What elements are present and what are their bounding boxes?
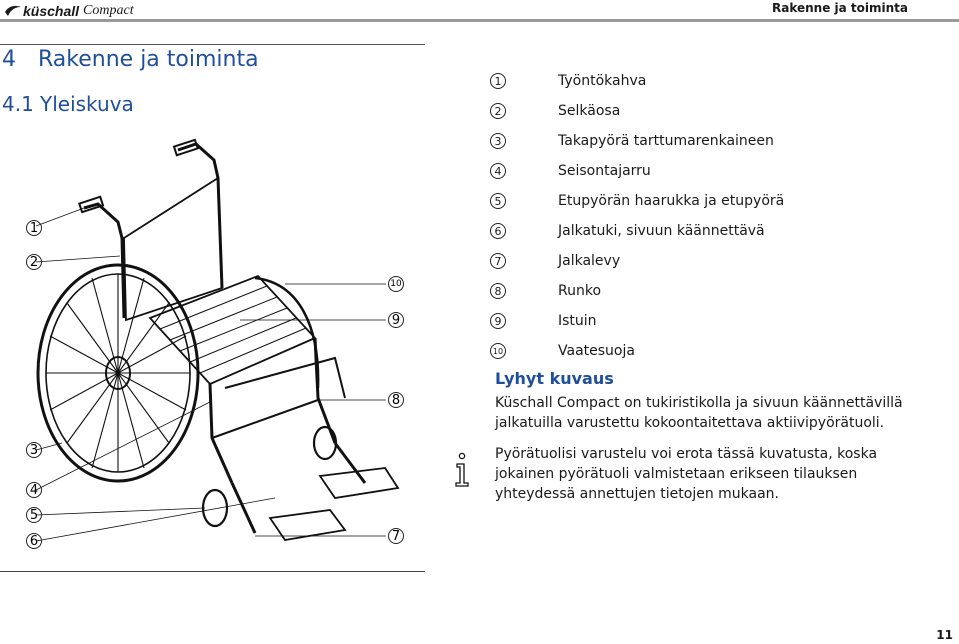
chapter-title: 4 Rakenne ja toiminta — [2, 47, 259, 72]
figure-callout-10: 10 — [388, 276, 404, 292]
description-text: Küschall Compact on tukiristikolla ja si… — [495, 395, 903, 431]
title-rule — [0, 44, 425, 45]
legend-number: 8 — [490, 283, 506, 299]
brand-logo: küschall Compact — [4, 2, 134, 20]
logo-brand: küschall — [23, 3, 80, 19]
figure-callout-9: 9 — [388, 312, 404, 328]
legend-number: 10 — [490, 343, 506, 359]
section-title-text: Yleiskuva — [40, 92, 134, 116]
legend-label: Etupyörän haarukka ja etupyörä — [558, 193, 785, 209]
legend-item: 9 Istuin — [490, 306, 784, 336]
info-icon — [455, 452, 469, 487]
figure-frame — [0, 138, 425, 572]
legend-item: 4 Seisontajarru — [490, 156, 784, 186]
legend-label: Jalkatuki, sivuun käännettävä — [558, 223, 765, 239]
legend-item: 6 Jalkatuki, sivuun käännettävä — [490, 216, 784, 246]
legend-item: 10 Vaatesuoja — [490, 336, 784, 366]
header-rule — [0, 19, 959, 22]
legend-number: 2 — [490, 103, 506, 119]
legend-number: 5 — [490, 193, 506, 209]
legend-item: 7 Jalkalevy — [490, 246, 784, 276]
figure-callout-8: 8 — [388, 392, 404, 408]
legend-label: Runko — [558, 283, 602, 299]
figure-callout-4: 4 — [26, 482, 42, 498]
legend-item: 2 Selkäosa — [490, 96, 784, 126]
legend-number: 9 — [490, 313, 506, 329]
figure-callout-2: 2 — [26, 254, 42, 270]
figure-callout-3: 3 — [26, 442, 42, 458]
wheelchair-illustration — [35, 138, 400, 542]
legend-label: Työntökahva — [558, 73, 647, 89]
section-number: 4.1 — [2, 92, 34, 116]
chapter-number: 4 — [2, 47, 16, 72]
figure-callout-6: 6 — [26, 533, 42, 549]
figure-callout-5: 5 — [26, 507, 42, 523]
figure-callout-1: 1 — [26, 220, 42, 236]
legend-item: 1 Työntökahva — [490, 66, 784, 96]
logo-swoosh-icon — [5, 5, 21, 16]
page-number: 11 — [936, 628, 953, 642]
legend-label: Vaatesuoja — [558, 343, 635, 359]
legend-number: 4 — [490, 163, 506, 179]
description-heading: Lyhyt kuvaus — [495, 369, 614, 388]
legend-number: 7 — [490, 253, 506, 269]
legend-label: Seisontajarru — [558, 163, 651, 179]
parts-legend: 1 Työntökahva 2 Selkäosa 3 Takapyörä tarttu… — [490, 66, 784, 366]
legend-number: 6 — [490, 223, 506, 239]
legend-label: Istuin — [558, 313, 597, 329]
legend-number: 1 — [490, 73, 506, 89]
chapter-title-text: Rakenne ja toiminta — [38, 47, 259, 72]
legend-item: 8 Runko — [490, 276, 784, 306]
legend-item: 3 Takapyörä tarttumarenkaineen — [490, 126, 784, 156]
legend-number: 3 — [490, 133, 506, 149]
figure-callout-7: 7 — [388, 528, 404, 544]
running-header-section: Rakenne ja toiminta — [771, 1, 908, 15]
legend-label: Selkäosa — [558, 103, 621, 119]
legend-label: Jalkalevy — [558, 253, 621, 269]
legend-label: Takapyörä tarttumarenkaineen — [558, 133, 774, 149]
legend-item: 5 Etupyörän haarukka ja etupyörä — [490, 186, 784, 216]
logo-model: Compact — [83, 3, 134, 18]
note-text: Pyörätuolisi varustelu voi erota tässä k… — [495, 446, 878, 502]
